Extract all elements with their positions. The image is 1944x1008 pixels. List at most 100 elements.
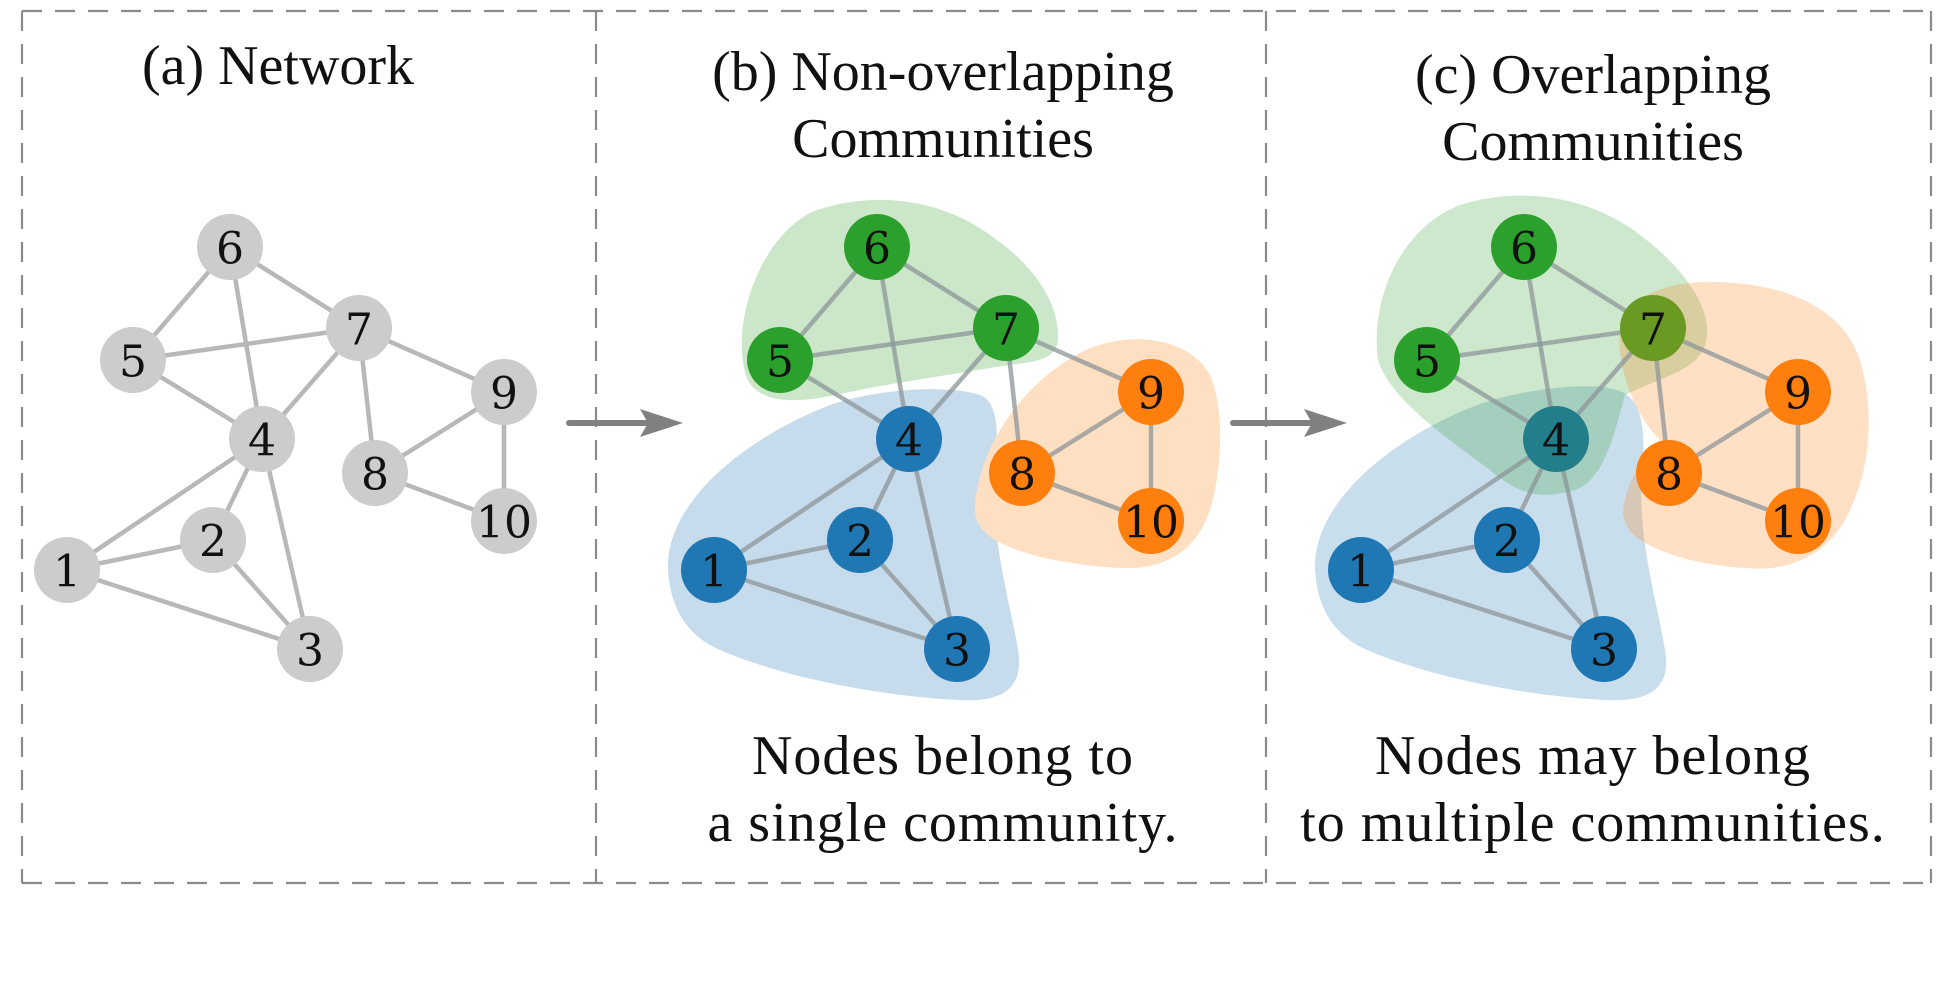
- node-5: 5: [100, 327, 166, 393]
- node-circle: [1765, 488, 1831, 554]
- edge-1-3: [64, 567, 313, 652]
- node-label: 2: [846, 517, 874, 568]
- arrow-a-to-b: [566, 409, 683, 437]
- edge-3-4: [906, 436, 960, 652]
- node-5: 5: [1394, 327, 1460, 393]
- edge-1-3: [1358, 567, 1607, 652]
- node-circle: [471, 488, 537, 554]
- node-label: 4: [1542, 416, 1570, 467]
- node-circle: [1765, 359, 1831, 425]
- panel-b-caption-line1: Nodes belong to: [752, 725, 1134, 787]
- node-circle: [989, 440, 1055, 506]
- panel-b-caption-line2: a single community.: [707, 792, 1178, 854]
- node-9: 9: [471, 359, 537, 425]
- node-label: 3: [296, 626, 324, 677]
- node-circle: [973, 295, 1039, 361]
- node-circle: [681, 537, 747, 603]
- node-label: 10: [1770, 498, 1826, 549]
- node-label: 7: [345, 305, 373, 356]
- node-label: 5: [1413, 337, 1441, 388]
- node-label: 7: [992, 305, 1020, 356]
- node-circle: [1118, 359, 1184, 425]
- node-8: 8: [1636, 440, 1702, 506]
- node-2: 2: [180, 507, 246, 573]
- node-circle: [34, 537, 100, 603]
- node-circle: [1474, 507, 1540, 573]
- edge-1-4: [711, 436, 912, 573]
- panel-c-caption-line1: Nodes may belong: [1375, 725, 1811, 787]
- node-7: 7: [973, 295, 1039, 361]
- node-label: 4: [895, 416, 923, 467]
- arrow-b-to-c: [1230, 409, 1347, 437]
- hull-green: [741, 199, 1059, 401]
- edge-3-4: [1553, 436, 1607, 652]
- node-10: 10: [471, 488, 537, 554]
- node-5: 5: [747, 327, 813, 393]
- node-4: 4: [1523, 406, 1589, 472]
- panel-frames: [20, 9, 1933, 885]
- node-label: 6: [863, 224, 891, 275]
- node-10: 10: [1765, 488, 1831, 554]
- edge-5-7: [1424, 325, 1656, 363]
- node-label: 8: [1008, 450, 1036, 501]
- edge-1-4: [1358, 436, 1559, 573]
- node-circle: [326, 295, 392, 361]
- edge-5-7: [777, 325, 1009, 363]
- node-circle: [1118, 488, 1184, 554]
- node-label: 9: [490, 369, 518, 420]
- node-10: 10: [1118, 488, 1184, 554]
- node-circle: [876, 406, 942, 472]
- node-2: 2: [1474, 507, 1540, 573]
- node-circle: [1394, 327, 1460, 393]
- panel-a-title: (a) Network: [142, 35, 414, 97]
- edge-5-7: [130, 325, 362, 363]
- node-circle: [827, 507, 893, 573]
- node-label: 1: [1347, 547, 1375, 598]
- node-3: 3: [924, 616, 990, 682]
- node-9: 9: [1118, 359, 1184, 425]
- node-label: 10: [1123, 498, 1179, 549]
- edge-3-4: [259, 436, 313, 652]
- node-circle: [1491, 214, 1557, 280]
- node-label: 6: [1510, 224, 1538, 275]
- node-label: 1: [53, 547, 81, 598]
- panel-nonoverlapping: 1 2 3 4 5 6 7 8 9 10: [681, 214, 1184, 682]
- node-6: 6: [1491, 214, 1557, 280]
- node-circle: [1620, 295, 1686, 361]
- edge-1-3: [711, 567, 960, 652]
- node-label: 1: [700, 547, 728, 598]
- node-3: 3: [1571, 616, 1637, 682]
- node-label: 9: [1137, 369, 1165, 420]
- node-circle: [471, 359, 537, 425]
- node-label: 2: [1493, 517, 1521, 568]
- node-circle: [180, 507, 246, 573]
- edge-1-4: [64, 436, 265, 573]
- panel-b-title-line1: (b) Non-overlapping: [712, 41, 1174, 103]
- node-circle: [342, 440, 408, 506]
- node-label: 5: [119, 337, 147, 388]
- node-circle: [1523, 406, 1589, 472]
- node-label: 3: [1590, 626, 1618, 677]
- node-circle: [100, 327, 166, 393]
- node-4: 4: [229, 406, 295, 472]
- node-1: 1: [1328, 537, 1394, 603]
- node-label: 8: [1655, 450, 1683, 501]
- node-6: 6: [844, 214, 910, 280]
- node-4: 4: [876, 406, 942, 472]
- arrow-right-icon: [1304, 409, 1347, 437]
- node-8: 8: [342, 440, 408, 506]
- node-3: 3: [277, 616, 343, 682]
- panel-c-title-line1: (c) Overlapping: [1415, 44, 1771, 106]
- panel-b-title-line2: Communities: [792, 108, 1094, 170]
- node-circle: [1328, 537, 1394, 603]
- node-circle: [1571, 616, 1637, 682]
- panel-c-title-line2: Communities: [1442, 111, 1744, 173]
- arrow-right-icon: [640, 409, 683, 437]
- node-circle: [1636, 440, 1702, 506]
- node-label: 3: [943, 626, 971, 677]
- node-label: 4: [248, 416, 276, 467]
- node-circle: [924, 616, 990, 682]
